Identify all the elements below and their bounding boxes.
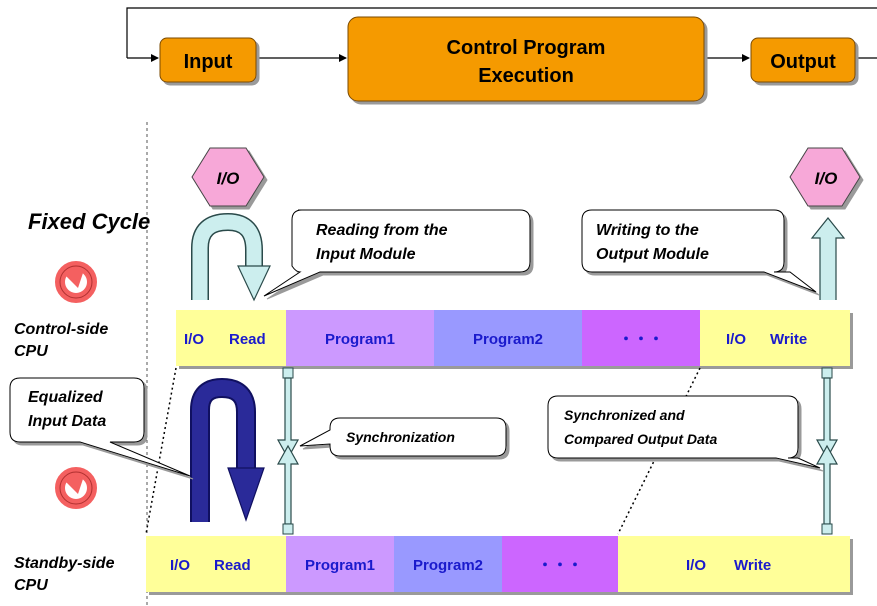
sync-arrow-left <box>276 367 300 535</box>
standby-program1-label: Program1 <box>305 557 375 574</box>
standby-io-label: I/O <box>170 557 190 574</box>
svg-text:Synchronized and: Synchronized and <box>564 407 685 423</box>
standby-io-write-label: I/O <box>686 557 706 574</box>
standby-dots-label: ・・・ <box>537 557 582 574</box>
io-hexagon-right: I/O <box>789 147 861 207</box>
control-program2-segment <box>434 310 582 366</box>
standby-io-read-segment <box>146 536 286 592</box>
control-io-read-segment <box>176 310 286 366</box>
control-program1-label: Program1 <box>325 331 395 348</box>
sync-arrow-right <box>815 367 839 535</box>
output-label: Output <box>770 51 836 73</box>
svg-text:I/O: I/O <box>217 169 240 188</box>
reading-arrow <box>191 212 271 302</box>
io-hexagon-left: I/O <box>191 147 265 207</box>
control-cpu-bar <box>176 310 850 366</box>
svg-text:Reading from the: Reading from the <box>316 222 448 239</box>
sync-compared-callout: Synchronized and Compared Output Data <box>547 395 821 469</box>
fixed-cycle-label: Fixed Cycle <box>28 209 150 234</box>
svg-text:I/O: I/O <box>815 169 838 188</box>
svg-text:Synchronization: Synchronization <box>346 429 455 445</box>
writing-arrow <box>810 217 846 300</box>
standby-cpu-label-line1: Standby-side <box>14 555 115 572</box>
svg-text:Input Module: Input Module <box>316 246 416 263</box>
control-read-label: Read <box>229 331 266 348</box>
control-dots-segment <box>582 310 700 366</box>
cycle-icon-top <box>55 261 97 303</box>
execution-label-line2: Execution <box>478 65 574 87</box>
standby-program2-segment <box>394 536 502 592</box>
execution-label-line1: Control Program <box>447 37 606 59</box>
svg-text:Equalized: Equalized <box>28 389 104 406</box>
input-label: Input <box>184 51 233 73</box>
control-write-label: Write <box>770 331 807 348</box>
synchronization-callout: Synchronization <box>299 417 507 457</box>
standby-program2-label: Program2 <box>413 557 483 574</box>
flow-loop <box>126 7 877 62</box>
equalized-arrow <box>190 377 265 522</box>
control-io-write-label: I/O <box>726 331 746 348</box>
control-cpu-label-line2: CPU <box>14 343 48 360</box>
execution-box: Control Program Execution <box>347 16 705 102</box>
svg-text:Writing to the: Writing to the <box>596 222 699 239</box>
control-io-label: I/O <box>184 331 204 348</box>
control-io-write-segment <box>700 310 850 366</box>
control-cpu-label-line1: Control-side <box>14 321 108 338</box>
control-program1-segment <box>286 310 434 366</box>
standby-program1-segment <box>286 536 394 592</box>
svg-text:Input Data: Input Data <box>28 413 106 430</box>
standby-cpu-bar <box>146 536 850 592</box>
standby-dots-segment <box>502 536 618 592</box>
standby-io-write-segment <box>618 536 850 592</box>
cycle-icon-bottom <box>55 467 97 509</box>
output-box: Output <box>750 37 856 83</box>
equalized-callout: Equalized Input Data <box>9 377 191 477</box>
svg-text:Compared Output Data: Compared Output Data <box>564 431 717 447</box>
svg-text:Output Module: Output Module <box>596 246 709 263</box>
standby-read-label: Read <box>214 557 251 574</box>
standby-cpu-label-line2: CPU <box>14 577 48 594</box>
control-program2-label: Program2 <box>473 331 543 348</box>
control-dots-label: ・・・ <box>618 331 663 348</box>
input-box: Input <box>159 37 257 83</box>
standby-write-label: Write <box>734 557 771 574</box>
reading-callout: Reading from the Input Module <box>263 209 531 297</box>
writing-callout: Writing to the Output Module <box>581 209 817 293</box>
